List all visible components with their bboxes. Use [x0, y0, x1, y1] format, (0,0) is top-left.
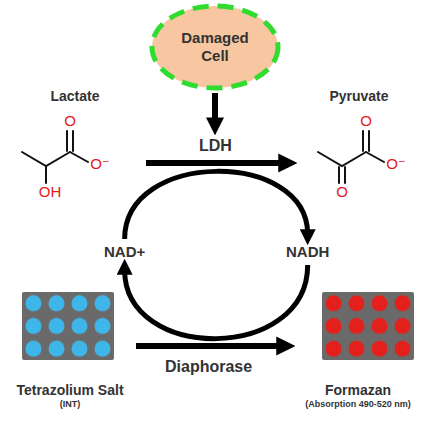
reaction-arrow: [136, 343, 282, 349]
node-note: (INT): [60, 399, 81, 410]
reaction-arrow: [146, 160, 284, 166]
node-name: NADH: [286, 243, 329, 261]
product-node: Formazan(Absorption 490-520 nm): [290, 282, 426, 410]
lactate-structure: [22, 131, 88, 183]
substrate-node: Lactate: [8, 88, 142, 238]
node-note: (Absorption 490-520 nm): [305, 399, 411, 410]
atom-label: O: [360, 113, 372, 129]
node-name: Formazan: [325, 382, 391, 399]
atom-label: O⁻: [386, 156, 406, 172]
node-name: Pyruvate: [329, 88, 388, 105]
node-name: Damaged Cell: [175, 29, 255, 65]
damaged-cell-node: Damaged Cell: [148, 2, 282, 92]
atom-label: O: [64, 113, 76, 129]
node-name: Tetrazolium Salt: [16, 382, 123, 399]
atom-label: OH: [39, 184, 62, 200]
enzyme-label: Diaphorase: [163, 358, 254, 376]
node-name: Lactate: [50, 88, 99, 105]
product-node: Pyruvate: [292, 88, 426, 238]
atom-label: O: [336, 184, 348, 200]
atom-label: O⁻: [90, 156, 110, 172]
cofactor-node: NADH: [284, 242, 331, 262]
cofactor-node: NAD+: [102, 242, 147, 262]
pyruvate-structure: [318, 131, 384, 183]
release-arrow: [212, 93, 218, 121]
formazan-plate: [322, 292, 414, 360]
substrate-node: Tetrazolium Salt(INT): [8, 282, 132, 410]
cycle-arrow: [125, 171, 308, 239]
enzyme-label: LDH: [197, 137, 234, 155]
cell-membrane: [152, 6, 278, 88]
tetrazolium-plate: [22, 292, 114, 360]
node-name: NAD+: [104, 243, 145, 261]
cycle-arrow: [125, 265, 308, 339]
